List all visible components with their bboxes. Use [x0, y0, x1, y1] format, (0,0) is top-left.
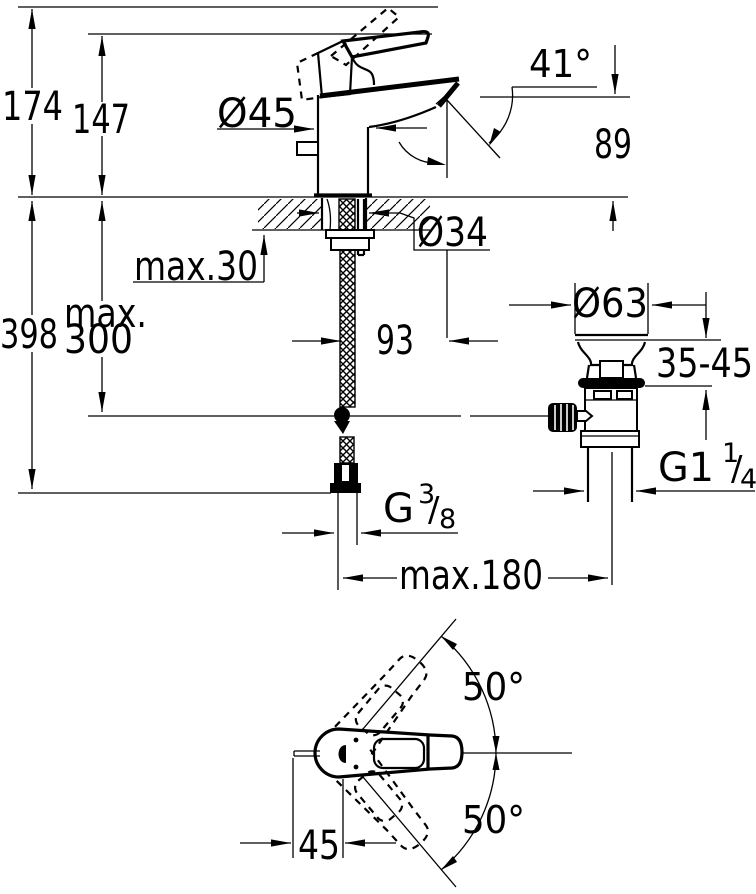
handle-swung-down-dashed: [334, 749, 430, 851]
dim-below-deck-total: 398: [0, 201, 58, 489]
dim-supply-thread: G 3 / 8: [282, 479, 458, 590]
dim-label-398: 398: [0, 312, 58, 358]
spout-underside: [368, 105, 437, 129]
dim-label-147: 147: [72, 97, 130, 143]
dim-waste-thread: G1 1 / 4: [533, 438, 756, 495]
dim-handle-offset: 45: [240, 758, 396, 869]
supply-connector-nut: [330, 483, 361, 493]
clamp-screw: [576, 410, 594, 422]
dim-label-d63: Ø63: [572, 281, 648, 327]
dim-hole-diameter: Ø34: [297, 209, 490, 338]
dim-label-g1-base: G1: [658, 445, 714, 491]
waste-collar: [580, 430, 640, 448]
dim-total-height: 174: [2, 9, 63, 195]
pop-up-waste: [548, 333, 721, 585]
flexible-supply-hose: [339, 249, 356, 408]
mounting-nut: [330, 237, 370, 251]
dim-label-g38-slash: /: [428, 490, 440, 530]
side-view: 174 147 Ø45 41°: [0, 6, 756, 599]
waste-seal-flange: [578, 378, 645, 388]
handle-knuckle: [316, 39, 354, 99]
dim-label-g38-base: G: [383, 486, 414, 532]
dim-label-50deg-up: 50°: [462, 665, 525, 709]
dim-label-max180: max.180: [399, 553, 543, 599]
dim-label-d45: Ø45: [217, 91, 297, 137]
dim-waste-height-range: 35-45: [656, 292, 753, 440]
handle-knuckle-raised-dashed: [295, 52, 323, 102]
handle-lever: [340, 29, 430, 59]
body-side-tab: [296, 141, 319, 156]
dim-spout-angle: 41°: [446, 42, 630, 178]
swing-angle-annotation: 50° 50°: [362, 618, 572, 888]
dim-waste-flange: Ø63: [509, 281, 706, 334]
rod-ball-joint: [334, 407, 350, 423]
dim-spout-height: 89: [594, 45, 632, 231]
dim-label-93: 93: [376, 318, 414, 364]
dim-label-89: 89: [594, 122, 632, 168]
dim-label-35-45: 35-45: [656, 341, 753, 387]
dim-label-174: 174: [2, 84, 63, 130]
dim-label-g38-sub: 8: [439, 504, 456, 535]
dim-label-300: 300: [64, 317, 133, 363]
spout-swivel-annotation: [376, 124, 446, 165]
dim-label-max30: max.30: [134, 244, 258, 290]
dim-label-41deg: 41°: [529, 42, 592, 86]
dim-deck-thickness: max.30: [133, 235, 268, 290]
spout-aerator: [437, 81, 460, 108]
dim-label-d34: Ø34: [417, 210, 488, 256]
handle-dot-mark: [338, 745, 346, 763]
dim-hose-length: max. 300: [64, 201, 147, 412]
dim-rod-reach: max.180: [343, 553, 608, 599]
dim-label-50deg-down: 50°: [462, 798, 525, 842]
dim-label-g38-sup: 3: [418, 479, 435, 510]
spout-top-edge: [319, 76, 460, 99]
handle-plan-view: [293, 727, 464, 779]
below-deck-plumbing: [325, 198, 375, 493]
dim-height-to-spout: 147: [72, 36, 130, 195]
mounting-deck: [258, 198, 430, 230]
mounting-washer: [325, 229, 375, 239]
dim-spout-reach: 93: [292, 318, 498, 364]
dim-label-g1-sub: 4: [740, 464, 756, 495]
dim-body-diameter: Ø45: [217, 91, 314, 137]
handle-grip-hole: [372, 737, 426, 770]
top-view: 50° 50° 45: [240, 618, 572, 888]
dim-label-g1-sup: 1: [722, 438, 739, 469]
waste-plug-knob: [599, 360, 624, 379]
faucet-body: [295, 6, 460, 197]
dim-label-max: max.: [64, 291, 147, 337]
dim-label-45: 45: [298, 823, 340, 869]
dim-label-g1-slash: /: [731, 449, 743, 489]
reference-lines: [18, 6, 628, 494]
